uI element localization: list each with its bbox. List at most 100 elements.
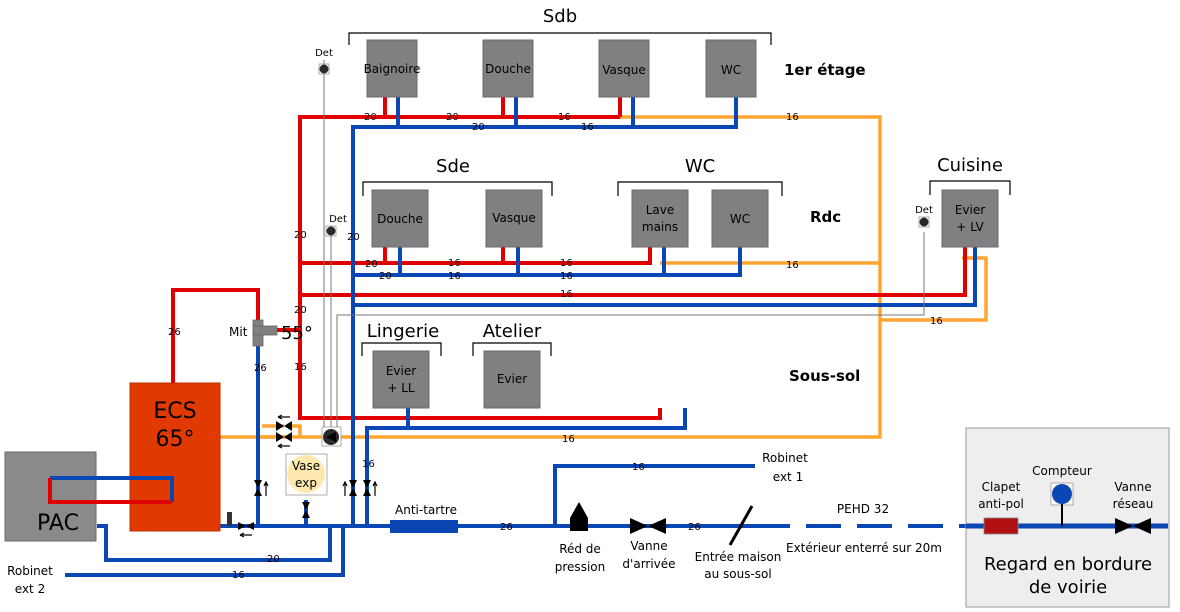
fixture-baignoire[interactable]: Baignoire	[364, 39, 421, 98]
svg-text:Réd de: Réd de	[559, 542, 601, 556]
svg-text:Vanne: Vanne	[1114, 480, 1151, 494]
exterior-label: Extérieur enterré sur 20m	[786, 541, 942, 555]
svg-text:16: 16	[786, 112, 799, 123]
room-title-sdb: Sdb	[543, 6, 577, 27]
pehd-label: PEHD 32	[837, 502, 889, 516]
anti-scale-filter[interactable]: Anti-tartre	[390, 503, 458, 533]
svg-text:65°: 65°	[156, 427, 195, 452]
valve-basement-cold[interactable]	[363, 480, 378, 496]
svg-text:16: 16	[448, 258, 461, 269]
svg-text:exp: exp	[295, 476, 317, 490]
valve-vase[interactable]	[302, 502, 310, 518]
svg-text:16: 16	[294, 362, 307, 373]
clapet-anti-pollution[interactable]: Clapet anti-pol	[978, 480, 1024, 535]
floor-label-basement: Sous-sol	[789, 367, 860, 385]
pac-coil-hot	[48, 478, 172, 504]
fixture-label: + LL	[387, 381, 415, 395]
room-title-lingerie: Lingerie	[367, 321, 439, 342]
flow-arrow-icon	[372, 480, 378, 496]
detector-1[interactable]: Det	[315, 48, 333, 75]
fixture-label: Lave	[646, 203, 675, 217]
mixer-label: Mit	[229, 325, 248, 339]
flow-arrow-icon	[239, 532, 252, 538]
detector-2[interactable]: Det	[325, 214, 347, 237]
svg-text:20: 20	[365, 259, 378, 270]
fixture-label: Douche	[485, 62, 531, 76]
room-title-wc: WC	[685, 156, 715, 177]
detector-wiring	[323, 60, 925, 430]
svg-text:26: 26	[168, 327, 181, 338]
fixture-wc-rdc[interactable]: WC	[711, 189, 769, 248]
water-meter[interactable]: Compteur	[1032, 464, 1092, 526]
detector-label: Det	[329, 214, 347, 225]
svg-text:20: 20	[364, 112, 377, 123]
svg-text:16: 16	[562, 434, 575, 445]
room-title-sde: Sde	[436, 156, 470, 177]
robinet-ext-2[interactable]: Robinet ext 2	[7, 564, 53, 596]
svg-text:Anti-tartre: Anti-tartre	[395, 503, 457, 517]
svg-text:Compteur: Compteur	[1032, 464, 1092, 478]
fixture-label: + LV	[956, 220, 984, 234]
svg-text:20: 20	[379, 271, 392, 282]
svg-text:16: 16	[448, 271, 461, 282]
svg-text:20: 20	[472, 122, 485, 133]
pump-arrow-icon	[326, 432, 336, 442]
recirculation-network	[220, 115, 988, 439]
valve-cold-riser[interactable]	[342, 480, 357, 496]
robinet-ext-1[interactable]: Robinet ext 1	[762, 451, 808, 484]
valve-ecs-cold-inlet[interactable]	[254, 480, 269, 496]
meter-icon	[1052, 484, 1072, 504]
svg-text:16: 16	[560, 258, 573, 269]
svg-text:ext 2: ext 2	[15, 582, 45, 596]
fixture-label: Evier	[386, 364, 416, 378]
detector-label: Det	[315, 48, 333, 59]
fixture-label: Vasque	[602, 63, 646, 77]
valve-ecs-outlet[interactable]	[227, 512, 254, 538]
detector-icon	[326, 226, 336, 236]
regard-title: de voirie	[1029, 577, 1107, 598]
main-inlet-valve[interactable]: Vanne d'arrivée	[622, 518, 676, 571]
fixture-wc-sdb[interactable]: WC	[705, 39, 757, 98]
ecs-tank[interactable]: ECS 65°	[129, 382, 221, 532]
flow-arrow-icon	[277, 443, 290, 449]
fixture-evier-lv[interactable]: Evier + LV	[941, 189, 999, 248]
svg-text:16: 16	[632, 462, 645, 473]
thermostatic-mixer[interactable]: Mit 55°	[229, 319, 313, 347]
detector-3[interactable]: Det	[915, 205, 933, 228]
svg-text:au sous-sol: au sous-sol	[704, 567, 771, 581]
svg-text:Robinet: Robinet	[7, 564, 53, 578]
house-entry-marker: Entrée maison au sous-sol	[695, 505, 782, 581]
fixture-douche-sde[interactable]: Douche	[371, 189, 429, 248]
regard-voirie: Regard en bordure de voirie	[965, 427, 1170, 608]
svg-text:16: 16	[232, 570, 245, 581]
svg-text:20: 20	[294, 305, 307, 316]
svg-text:26: 26	[688, 522, 701, 533]
network-valve[interactable]: Vanne réseau	[1113, 480, 1154, 534]
svg-text:16: 16	[786, 260, 799, 271]
svg-text:Entrée maison: Entrée maison	[695, 550, 782, 564]
svg-text:Robinet: Robinet	[762, 451, 808, 465]
fixture-vasque-sde[interactable]: Vasque	[485, 189, 543, 248]
fixture-lave-mains[interactable]: Lave mains	[631, 189, 689, 248]
pressure-reducer[interactable]: Réd de pression	[555, 502, 605, 574]
check-valve-loop-2[interactable]	[276, 432, 292, 449]
fixture-vasque-sdb[interactable]: Vasque	[598, 39, 650, 98]
fixture-douche-sdb[interactable]: Douche	[482, 39, 534, 98]
svg-text:16: 16	[362, 459, 375, 470]
svg-text:pression: pression	[555, 560, 605, 574]
svg-text:Clapet: Clapet	[982, 480, 1021, 494]
mixer-temp: 55°	[281, 323, 313, 344]
flow-arrow-icon	[277, 414, 290, 420]
svg-text:16: 16	[560, 271, 573, 282]
fixture-evier-atelier[interactable]: Evier	[483, 350, 541, 409]
check-valve-loop-1[interactable]	[276, 414, 292, 431]
svg-text:anti-pol: anti-pol	[978, 497, 1024, 511]
circulator-pump[interactable]	[321, 426, 342, 447]
expansion-vessel[interactable]: Vase exp	[285, 453, 328, 496]
room-title-cuisine: Cuisine	[937, 155, 1003, 176]
detector-icon	[319, 64, 329, 74]
fixture-label: Evier	[955, 203, 985, 217]
svg-text:20: 20	[347, 232, 360, 243]
fixture-evier-ll[interactable]: Evier + LL	[372, 350, 430, 409]
